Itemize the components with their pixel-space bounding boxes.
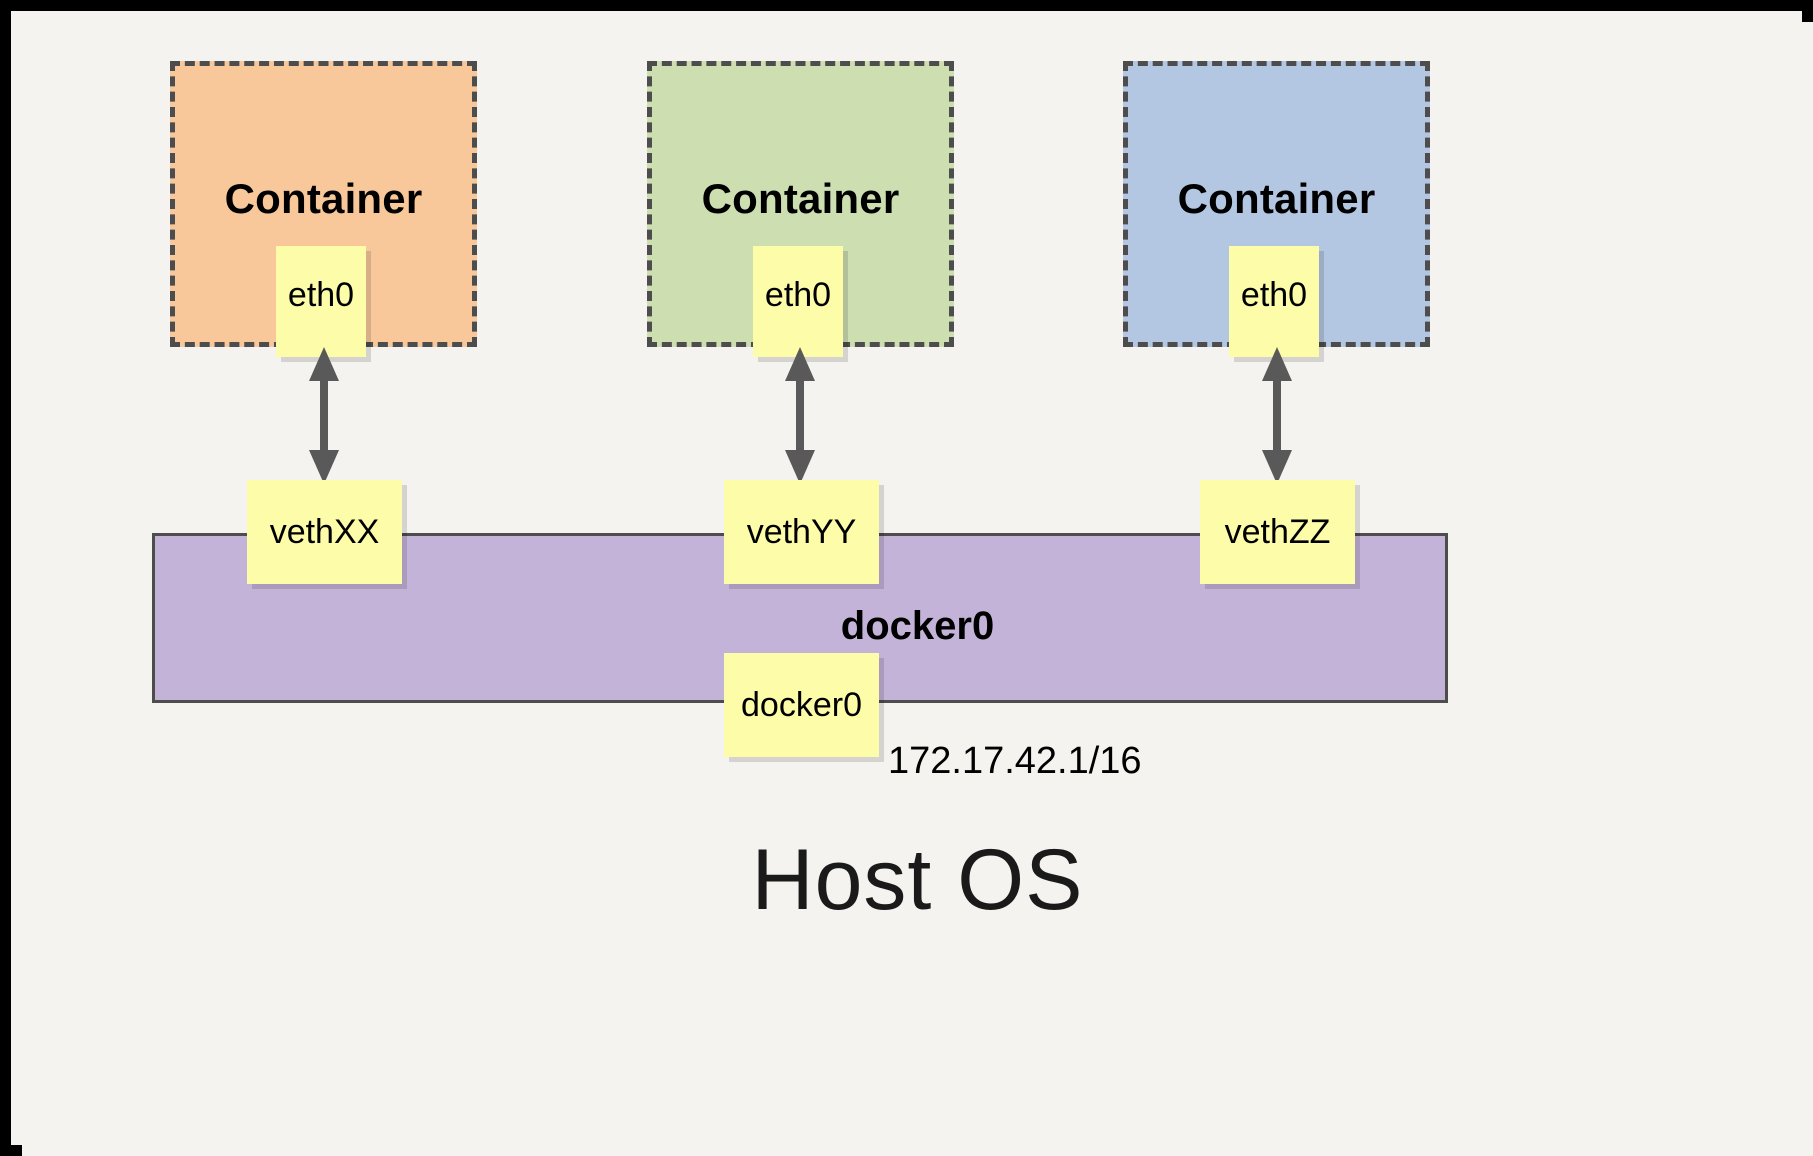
container-1-title: Container bbox=[224, 175, 423, 222]
docker0-bridge-label: docker0 bbox=[840, 604, 995, 648]
container-3-eth0-interface: eth0 bbox=[1229, 246, 1319, 357]
diagram-canvas: docker0 Container eth0 Container eth0 Co… bbox=[22, 22, 1813, 1156]
veth-yy-label: vethYY bbox=[746, 513, 857, 551]
double-arrow-vertical-icon-1 bbox=[304, 347, 344, 484]
docker0-host-port: docker0 bbox=[724, 653, 879, 757]
host-os-label: Host OS bbox=[751, 832, 1084, 928]
double-arrow-vertical-icon-2 bbox=[780, 347, 820, 484]
container-1-eth0-interface: eth0 bbox=[276, 246, 366, 357]
veth-yy-endpoint: vethYY bbox=[724, 480, 879, 584]
container-3-eth0-label: eth0 bbox=[1240, 276, 1308, 314]
veth-zz-label: vethZZ bbox=[1224, 513, 1331, 551]
docker0-ip-address: 172.17.42.1/16 bbox=[888, 740, 1142, 782]
container-2-title: Container bbox=[701, 175, 900, 222]
container-2-eth0-label: eth0 bbox=[764, 276, 832, 314]
double-arrow-vertical-icon-3 bbox=[1257, 347, 1297, 484]
veth-xx-endpoint: vethXX bbox=[247, 480, 402, 584]
docker0-host-port-label: docker0 bbox=[741, 686, 862, 724]
veth-xx-label: vethXX bbox=[269, 513, 380, 551]
container-1-eth0-label: eth0 bbox=[287, 276, 355, 314]
container-2-eth0-interface: eth0 bbox=[753, 246, 843, 357]
veth-zz-endpoint: vethZZ bbox=[1200, 480, 1355, 584]
container-3-title: Container bbox=[1177, 175, 1376, 222]
